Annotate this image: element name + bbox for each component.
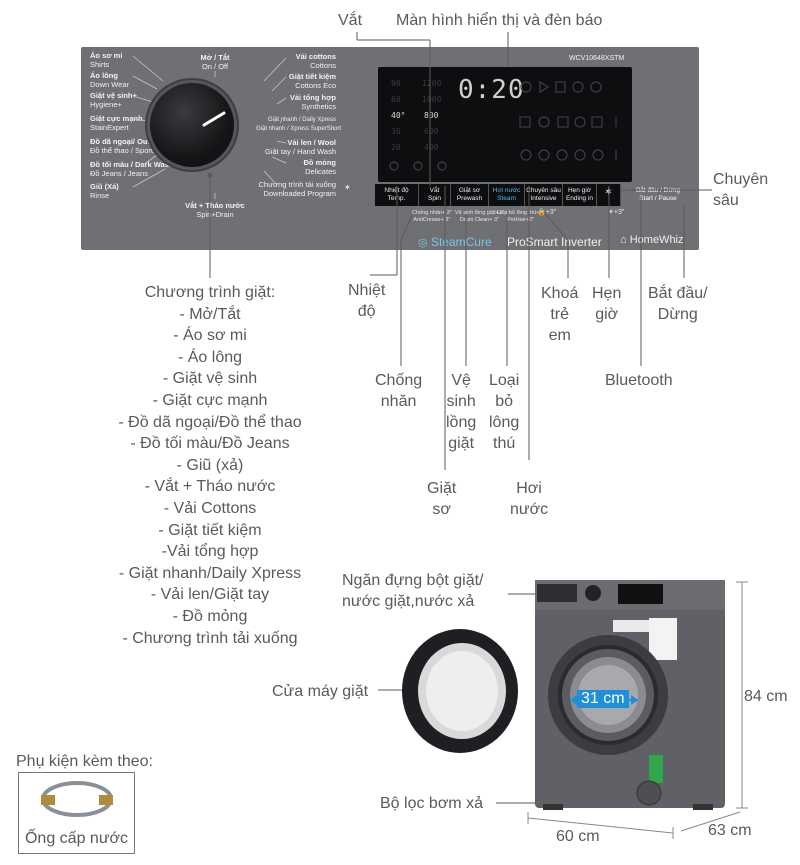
detergent-drawer [537,584,577,602]
callout-intensive: Chuyên sâu [713,171,769,209]
program-list-item: - Đồ mỏng [172,607,248,625]
accessory-item: Ống cấp nước [24,830,129,847]
program-list-item: - Vắt + Tháo nước [144,478,276,496]
display-left-icons [389,161,447,171]
program-list-item: - Giặt cực mạnh [152,391,268,409]
bluetooth-button[interactable]: ✶ [597,184,621,206]
display-spin-600: 600 [424,127,439,136]
callout-filter: Bộ lọc bơm xả [380,795,483,812]
program-list-item: - Chương trình tải xuống [122,629,298,647]
display-icons [519,80,617,161]
program-list-item: - Đồ dã ngoại/Đồ thể thao [118,413,302,431]
callout-detergent-drawer: Ngăn đựng bột giặt/ nước giặt,nước xả [342,572,484,610]
program-list-item: - Giặt nhanh/Daily Xpress [118,564,302,582]
callout-child-lock: Khoá trẻ em [541,285,579,344]
program-list-item: - Áo lông [177,348,243,366]
program-list-item: - Áo sơ mi [173,327,247,345]
program-list-title: Chương trình giặt: [144,284,276,301]
program-dial[interactable] [150,83,234,167]
program-list-item: - Mở/Tắt [179,305,241,323]
program-list-item: - Đồ tối màu/Đồ Jeans [130,435,290,453]
dimension-depth: 63 cm [708,822,752,839]
program-label-hygiene: Giặt vệ sinh+Hygiene+ [90,91,137,109]
door-size-label: 31 cm [577,690,629,708]
accessory-box: Ống cấp nước [18,772,135,854]
callout-door: Cửa máy giặt [272,683,369,700]
callout-temp: Nhiệt độ [348,282,386,320]
callout-anticrease: Chống nhăn [375,372,423,410]
prosmart-inverter-logo: ProSmart Inverter [507,235,602,249]
sub-label-anticrease: Chống nhăn+ 3"AntiCrease+ 3" [412,210,452,223]
callout-display: Màn hình hiển thị và đèn báo [396,12,603,29]
open-door-image [402,629,518,753]
display-temp-60: 60 [391,95,401,104]
callout-steam: Hơi nước [510,480,549,518]
display-temp-30: 30 [391,127,401,136]
bluetooth-small-icon: ✶ [344,183,351,192]
display-spin-400: 400 [424,143,439,152]
child-lock-indicator: 🔒+3" [537,209,557,216]
display-temp-20: 20 [391,143,401,152]
display-spin-1200: 1200 [422,79,442,88]
callout-pet-hair: Loại bỏ lông thú [489,372,520,452]
program-list-item: - Giặt vệ sinh [162,370,258,388]
accessory-title: Phụ kiện kèm theo: [16,753,153,770]
steamcure-logo: ◎ SteamCure [418,235,492,249]
callout-ending-in: Hẹn giờ [592,285,622,323]
display-time: 0:20 [458,75,525,105]
sub-label-drum-clean: Vệ sinh lồng giặt+3"Drum Clean+ 3" [455,210,504,223]
display-screen: 90 60 40° 30 20 1200 1000 800 600 400 0:… [378,67,632,182]
program-label-rinse: Giũ (Xả)Rinse [90,182,119,200]
sub-label-pet-hair: Loại bỏ lông thú+3"PetHair+3" [497,210,545,223]
program-list-item: - Vải len/Giặt tay [150,586,270,604]
display-spin-1000: 1000 [422,95,442,104]
dial-ticks [132,55,287,199]
display-temp-40: 40° [391,111,406,120]
callout-bluetooth: Bluetooth [605,372,673,389]
program-list-item: -Vải tổng hợp [161,543,259,561]
homewhiz-logo: ⌂ HomeWhiz [620,234,684,246]
callout-drum-clean: Vệ sinh lồng giặt [446,372,477,452]
water-hose-icon [41,781,113,817]
program-list-item: - Giặt tiết kiệm [158,521,262,539]
dimension-height: 84 cm [744,688,788,705]
home-icon: ⌂ [620,234,627,246]
dimension-width: 60 cm [556,828,600,845]
callout-spin-top: Vắt [338,12,363,29]
callout-start-pause: Bắt đầu/ Dừng [648,285,708,323]
display-spin-800: 800 [424,111,439,120]
dial-indicator-icon [202,111,226,127]
model-number: WCV10648XSTM [569,55,625,62]
program-list: Chương trình giặt: - Mở/Tắt - Áo sơ mi - Á… [100,282,320,649]
program-list-item: - Vải Cottons [163,499,257,517]
callout-prewash: Giặt sơ [427,480,457,518]
program-list-items: - Mở/Tắt - Áo sơ mi - Áo lông - Giặt vệ sin… [100,304,320,650]
display-temp-90: 90 [391,79,401,88]
program-list-item: - Giũ (xả) [176,456,244,474]
bluetooth-indicator: ✶+3" [608,209,625,216]
